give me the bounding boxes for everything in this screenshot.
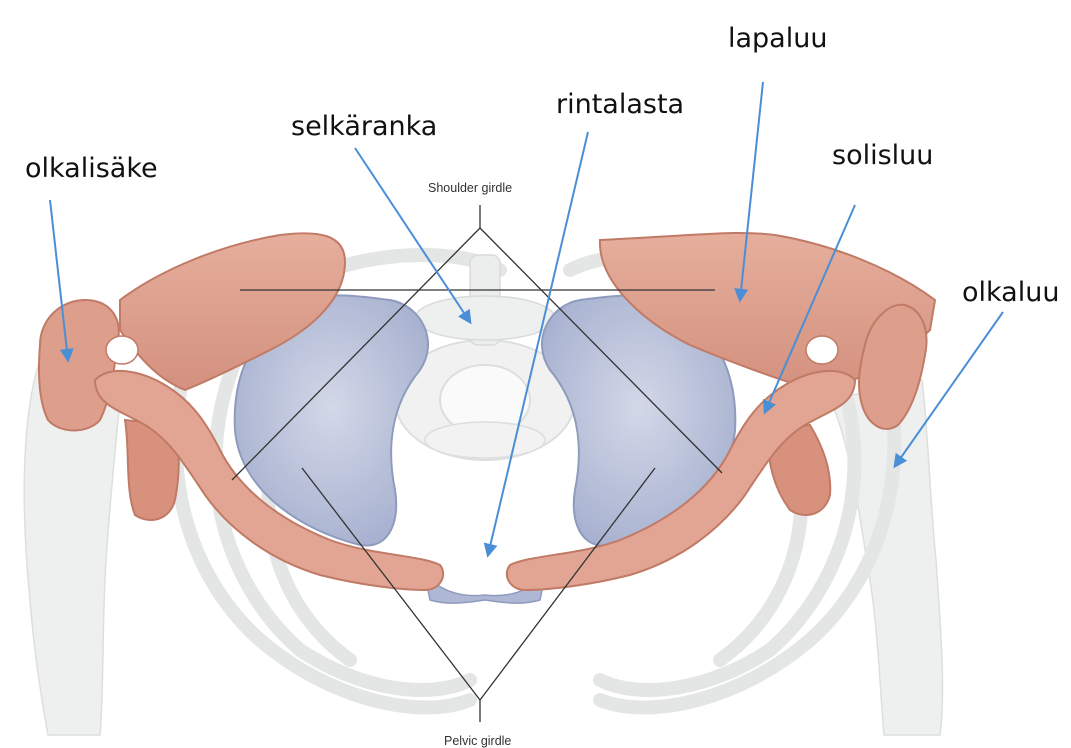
label-pelvic-girdle: Pelvic girdle (444, 735, 511, 748)
label-olkalisake: olkalisäke (25, 155, 158, 182)
label-selkaranka: selkäranka (291, 113, 437, 140)
right-joint-hole (806, 336, 838, 364)
label-olkaluu: olkaluu (962, 279, 1059, 306)
label-shoulder-girdle: Shoulder girdle (428, 182, 512, 195)
label-rintalasta: rintalasta (556, 91, 684, 118)
label-solisluu: solisluu (832, 142, 933, 169)
left-joint-hole (106, 336, 138, 364)
label-lapaluu: lapaluu (728, 25, 827, 52)
